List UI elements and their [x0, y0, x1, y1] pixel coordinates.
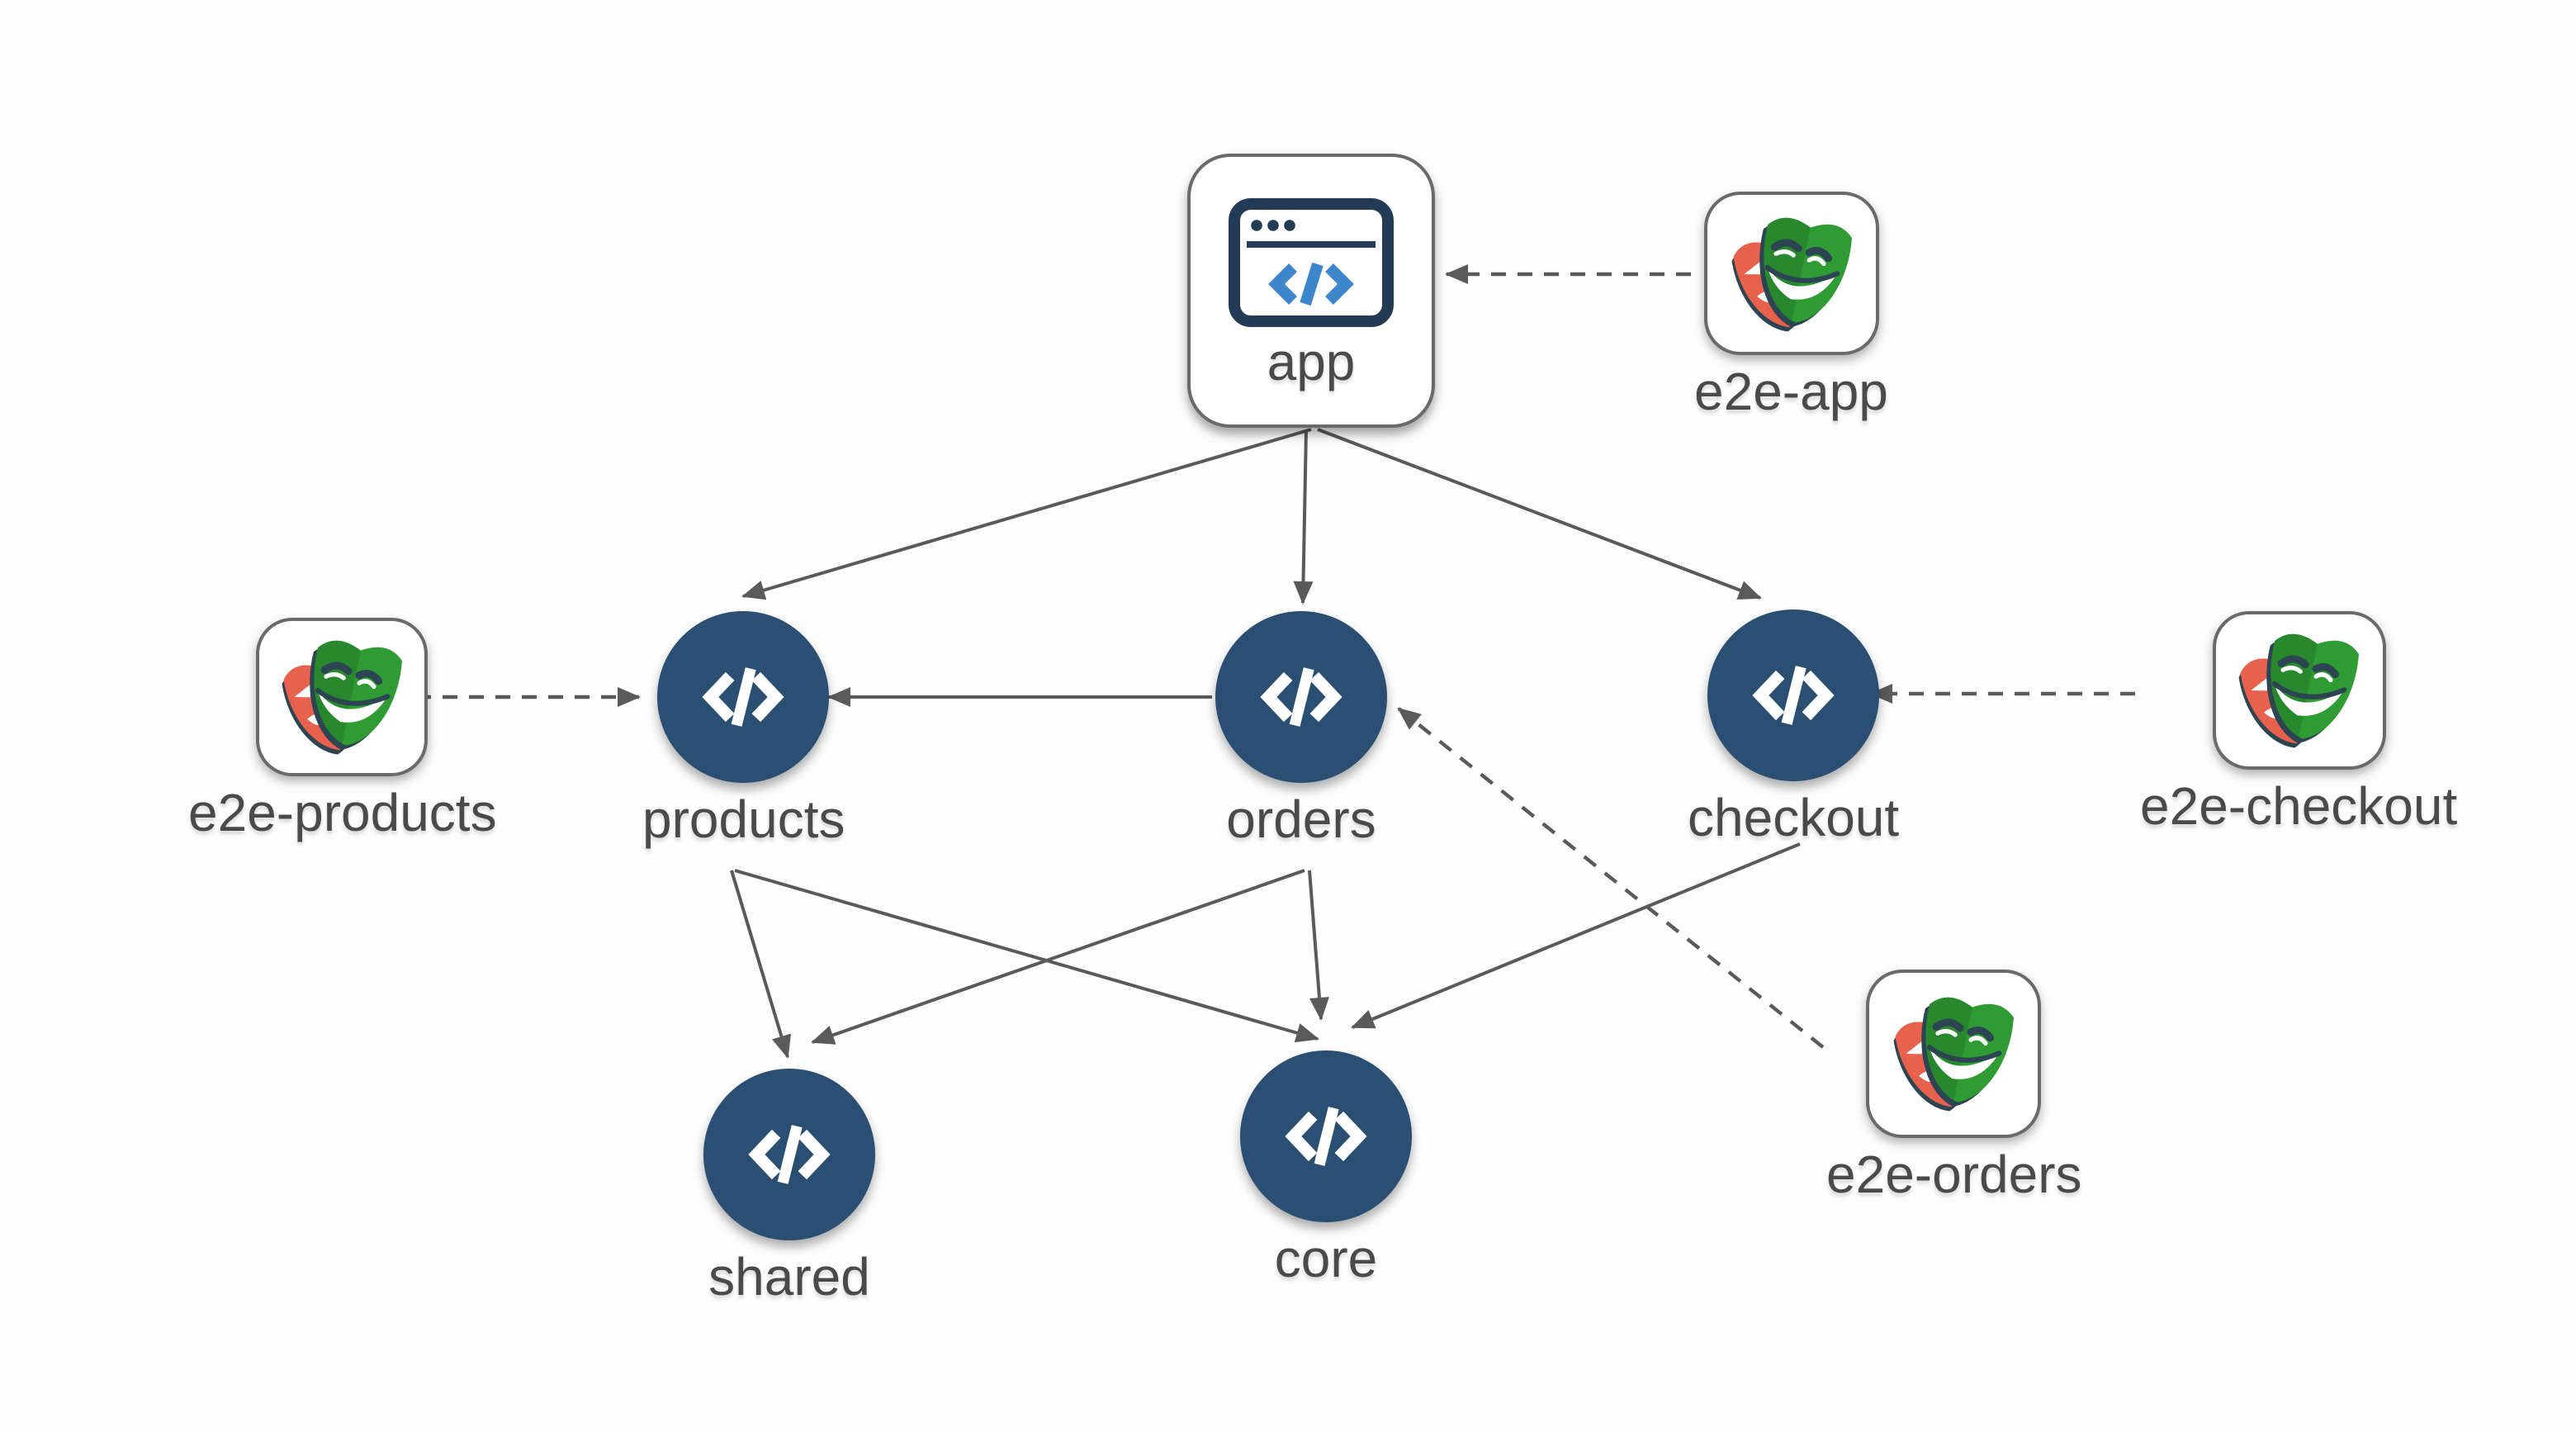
code-icon: [735, 1100, 844, 1209]
playwright-masks-icon: [1890, 989, 2019, 1118]
products-label: products: [642, 789, 845, 849]
node-app: app: [1187, 154, 1435, 428]
app-card[interactable]: app: [1187, 154, 1435, 428]
edge-app-orders: [1293, 429, 1314, 605]
node-core: core: [1240, 1050, 1412, 1288]
checkout-circle[interactable]: [1707, 609, 1880, 781]
code-icon: [1271, 1082, 1380, 1191]
shared-label: shared: [708, 1247, 870, 1306]
e2e-products-label: e2e-products: [188, 783, 497, 842]
orders-label: orders: [1226, 789, 1376, 849]
node-e2e-checkout: e2e-checkout: [2140, 611, 2457, 836]
browser-window-code-icon: [1227, 198, 1395, 327]
edge-checkout-core: [1351, 842, 1801, 1029]
node-products: products: [642, 611, 845, 849]
edge-app-checkout: [1317, 428, 1762, 600]
node-e2e-products: e2e-products: [188, 618, 497, 842]
checkout-label: checkout: [1688, 788, 1900, 847]
edge-products-core: [734, 869, 1319, 1043]
e2e-orders-box[interactable]: [1866, 970, 2042, 1138]
edge-orders-core: [1308, 870, 1329, 1021]
edge-app-products: [741, 428, 1312, 600]
core-label: core: [1274, 1229, 1378, 1288]
orders-circle[interactable]: [1215, 611, 1387, 783]
playwright-masks-icon: [1726, 209, 1855, 338]
code-icon: [1739, 641, 1848, 750]
edge-products-shared: [730, 870, 791, 1059]
e2e-checkout-label: e2e-checkout: [2140, 776, 2458, 836]
node-shared: shared: [703, 1069, 875, 1306]
e2e-app-box[interactable]: [1703, 192, 1879, 355]
node-e2e-orders: e2e-orders: [1826, 970, 2082, 1204]
e2e-orders-label: e2e-orders: [1826, 1145, 2082, 1204]
products-circle[interactable]: [657, 611, 830, 783]
shared-circle[interactable]: [703, 1069, 875, 1240]
e2e-checkout-box[interactable]: [2212, 611, 2386, 770]
playwright-masks-icon: [2234, 626, 2363, 755]
edge-orders-shared: [811, 869, 1305, 1045]
edge-e2e-orders-orders: [1397, 707, 1825, 1049]
code-icon: [1247, 643, 1356, 752]
e2e-app-label: e2e-app: [1694, 362, 1888, 421]
code-icon: [689, 643, 798, 752]
app-label: app: [1267, 332, 1356, 391]
e2e-products-box[interactable]: [256, 618, 429, 776]
node-checkout: checkout: [1688, 609, 1899, 847]
node-e2e-app: e2e-app: [1694, 192, 1888, 421]
node-orders: orders: [1215, 611, 1387, 849]
core-circle[interactable]: [1240, 1050, 1412, 1222]
playwright-masks-icon: [278, 633, 407, 761]
